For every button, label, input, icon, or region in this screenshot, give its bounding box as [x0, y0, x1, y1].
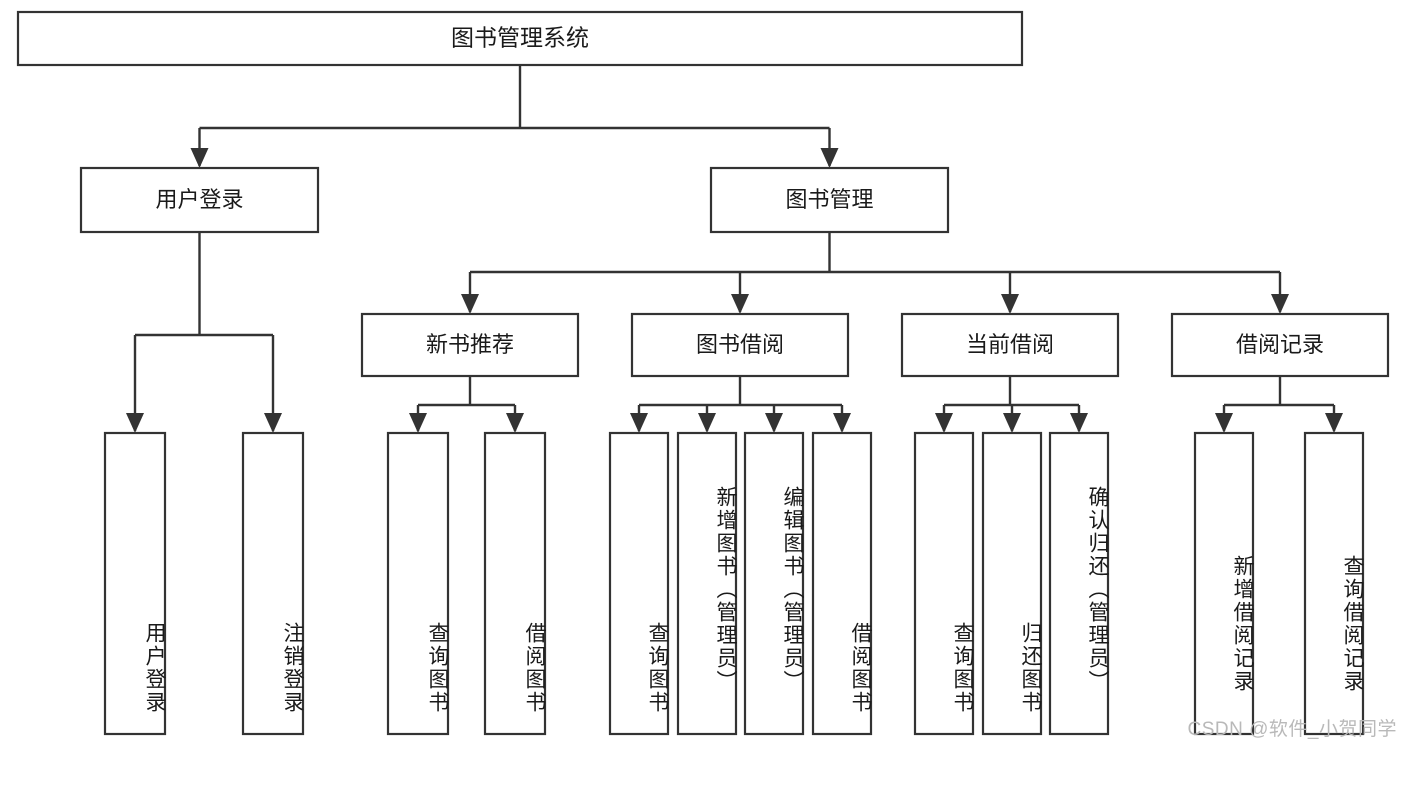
- node-level3-图书借阅[interactable]: 图书借阅: [630, 312, 850, 378]
- node-label: 图书借阅: [696, 332, 784, 357]
- node-leaf-确认归还（管理员）[interactable]: [1048, 431, 1110, 736]
- node-label: 当前借阅: [966, 332, 1054, 357]
- node-label: 图书管理系统: [451, 25, 589, 51]
- node-level2-图书管理[interactable]: 图书管理: [709, 166, 950, 234]
- node-leaf-用户登录[interactable]: [103, 431, 167, 736]
- node-leaf-注销登录[interactable]: [241, 431, 305, 736]
- node-leaf-查询图书[interactable]: [913, 431, 975, 736]
- connector-lines: [126, 65, 1343, 433]
- node-leaf-查询图书[interactable]: [608, 431, 670, 736]
- node-leaf-借阅图书[interactable]: [811, 431, 873, 736]
- node-leaf-查询图书[interactable]: [386, 431, 450, 736]
- node-leaf-借阅图书[interactable]: [483, 431, 547, 736]
- node-leaf-归还图书[interactable]: [981, 431, 1043, 736]
- node-leaf-新增借阅记录[interactable]: [1193, 431, 1255, 736]
- node-level3-当前借阅[interactable]: 当前借阅: [900, 312, 1120, 378]
- csdn-watermark: CSDN @软件_小贺同学: [1187, 719, 1397, 740]
- node-level2-用户登录[interactable]: 用户登录: [79, 166, 320, 234]
- node-leaf-查询借阅记录[interactable]: [1303, 431, 1365, 736]
- node-label: 用户登录: [155, 187, 243, 212]
- structure-diagram: 图书管理系统用户登录图书管理新书推荐图书借阅当前借阅借阅记录 用户登录注销登录查…: [16, 10, 1397, 740]
- node-root-图书管理系统[interactable]: 图书管理系统: [16, 10, 1024, 67]
- node-leaf-新增图书（管理员）[interactable]: [676, 431, 738, 736]
- node-level3-借阅记录[interactable]: 借阅记录: [1170, 312, 1390, 378]
- node-label: 图书管理: [785, 187, 873, 212]
- node-label: 新书推荐: [426, 332, 514, 357]
- node-level3-新书推荐[interactable]: 新书推荐: [360, 312, 580, 378]
- node-leaf-编辑图书（管理员）[interactable]: [743, 431, 805, 736]
- node-label: 借阅记录: [1236, 332, 1324, 357]
